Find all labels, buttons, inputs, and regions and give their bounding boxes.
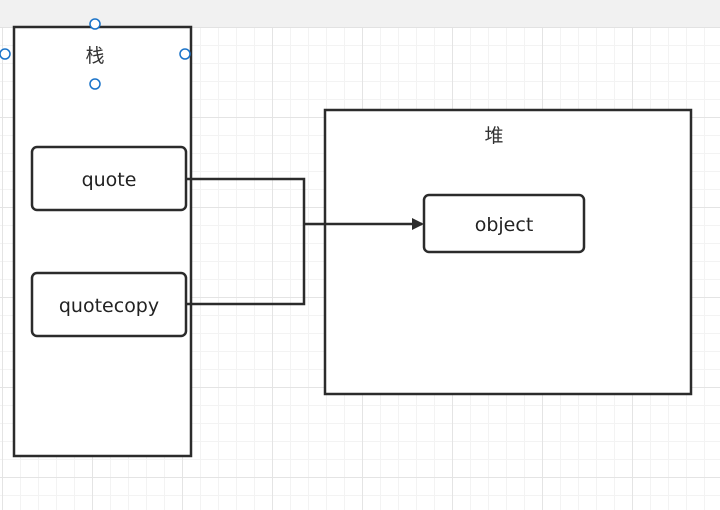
quotecopy-label: quotecopy: [59, 295, 159, 317]
resize-handle-top[interactable]: [89, 18, 101, 30]
quotecopy-box[interactable]: [30, 271, 188, 338]
object-label: object: [475, 214, 534, 236]
toolbar-strip: [0, 0, 720, 28]
stack-container[interactable]: 栈: [12, 25, 193, 458]
resize-handle-right[interactable]: [179, 48, 191, 60]
quote-node[interactable]: quote: [30, 145, 188, 212]
resize-handle-center[interactable]: [89, 78, 101, 90]
object-node[interactable]: object: [422, 193, 586, 254]
quotecopy-connector[interactable]: [186, 224, 306, 306]
quotecopy-node[interactable]: quotecopy: [30, 271, 188, 338]
stack-title: 栈: [85, 45, 104, 67]
resize-handle-left[interactable]: [0, 48, 11, 60]
object-box[interactable]: [422, 193, 586, 254]
stack-frame[interactable]: [12, 25, 193, 458]
heap-title: 堆: [484, 125, 503, 147]
quote-label: quote: [82, 169, 137, 191]
quote-box[interactable]: [30, 145, 188, 212]
quote-connector[interactable]: [186, 177, 306, 224]
